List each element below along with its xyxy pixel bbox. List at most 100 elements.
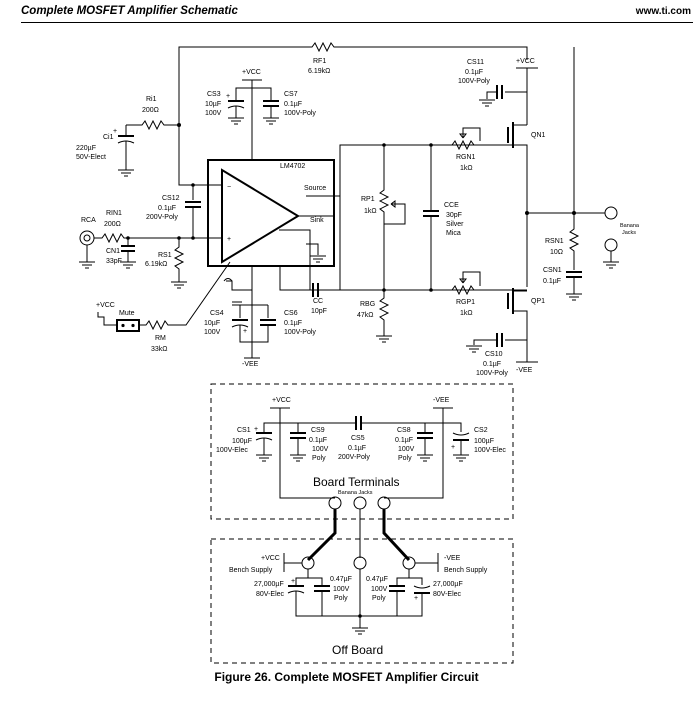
cs10-value2: 100V-Poly [476,370,508,377]
svg-text:+: + [226,93,230,100]
cs4-value1: 10µF [204,320,220,327]
cc-value: 10pF [311,308,327,315]
off-big-right-value2: 80V-Elec [433,591,462,598]
rin1-resistor: RIN1 200Ω [94,210,181,244]
off-small-left-value1: 0.47µF [330,576,352,583]
ci1-value1: 220µF [76,145,96,152]
svg-text:+: + [414,595,418,602]
cs11-value2: 100V-Poly [458,78,490,85]
output-node: Banana Jacks RSN1 10Ω CSN1 0.1µF [525,47,640,301]
off-board-label: Off Board [332,643,383,657]
rin1-ref: RIN1 [106,210,122,217]
page-header-site: www.ti.com [635,6,691,17]
cs3-value1: 10µF [205,101,221,108]
banana-wires [306,509,411,562]
cs2-value1: 100µF [474,438,494,445]
rin1-value: 200Ω [104,221,121,228]
ic-minus: − [227,184,231,191]
off-big-right-value1: 27,000µF [433,581,463,588]
qp1-ref: QP1 [531,298,545,305]
bench-supply-left: Bench Supply [229,567,273,574]
off-small-left-value2: 100V [333,586,350,593]
cce-value2: Silver [446,221,464,228]
ri1-value: 200Ω [142,107,159,114]
cs7-value1: 0.1µF [284,101,302,108]
off-small-right-value1: 0.47µF [366,576,388,583]
cs10-value1: 0.1µF [483,361,501,368]
rgp1-ref: RGP1 [456,299,475,306]
cs11-value1: 0.1µF [465,69,483,76]
qn1-ref: QN1 [531,132,546,139]
rbg-value: 47kΩ [357,312,374,319]
csn1-value: 0.1µF [543,278,561,285]
off-big-left-value2: 80V-Elec [256,591,285,598]
cs5-value1: 0.1µF [348,445,366,452]
rca-input: RCA [79,217,96,269]
cs4-value2: 100V [204,329,221,336]
ci1-value2: 50V-Elect [76,154,106,161]
cn1-ref: CN1 [106,248,120,255]
off-small-right-value3: Poly [372,595,386,602]
cs6-ref: CS6 [284,310,298,317]
vcc-decoupling-top: +VCC + CS3 10µF 100V CS7 0.1µF 100V-Poly [205,69,316,160]
mute-vcc-label: +VCC [96,302,115,309]
cs1-value1: 100µF [232,438,252,445]
rsn1-value: 10Ω [550,249,563,256]
svg-text:+: + [291,578,295,585]
ic-pin-source: Source [304,185,326,192]
vee-decoupling-bottom: + -VEE CS4 10µF 100V CS6 0.1µF 100V-Poly [204,266,316,368]
rca-ref: RCA [81,217,96,224]
cs3-value2: 100V [205,110,222,117]
qp1-vee-label: -VEE [516,367,533,374]
cs2-value2: 100V-Elec [474,447,506,454]
rsn1-ref: RSN1 [545,238,564,245]
svg-text:+: + [243,328,247,335]
cs7-ref: CS7 [284,91,298,98]
figure-caption: Figure 26. Complete MOSFET Amplifier Cir… [214,670,479,684]
rs1-value: 6.19kΩ [145,261,167,268]
ci1-capacitor: + Ci1 220µF 50V-Elect [76,125,135,177]
ic-plus: + [227,236,231,243]
header-rule [21,22,693,23]
lm4702-ic: LM4702 Source Sink − + [178,125,527,291]
rs1-resistor: RS1 6.19kΩ [145,238,187,289]
qn1-vcc-label: +VCC [516,58,535,65]
off-small-right-value2: 100V [371,586,388,593]
cs5-ref: CS5 [351,435,365,442]
ri1-ref: Ri1 [146,96,157,103]
cs8-value3: Poly [398,455,412,462]
mute-switch: +VCC Mute RM 33kΩ [96,261,231,353]
board-terminals-label: Board Terminals [313,475,399,489]
cce-value3: Mica [446,230,461,237]
cs2-ref: CS2 [474,427,488,434]
cs1-ref: CS1 [237,427,251,434]
ci1-ref: Ci1 [103,134,114,141]
cs9-value2: 100V [312,446,329,453]
cs9-value1: 0.1µF [309,437,327,444]
rf1-resistor: RF1 6.19kΩ [178,41,528,180]
cn1-capacitor: CN1 33pF [106,238,136,269]
ic-ground [306,243,326,263]
cs1-value2: 100V-Elec [216,447,248,454]
ic-name: LM4702 [280,163,305,170]
rbg-ref: RBG [360,301,375,308]
rp1-value: 1kΩ [364,208,377,215]
board-terminals-section: +VCC -VEE + + [210,383,514,520]
cs8-value1: 0.1µF [395,437,413,444]
cs10-ref: CS10 [485,351,503,358]
cs5-value2: 200V-Poly [338,454,370,461]
rgp1-value: 1kΩ [460,310,473,317]
cs12-capacitor: CS12 0.1µF 200V-Poly [146,183,201,240]
rf1-ref: RF1 [313,58,326,65]
ic-pin-sink: Sink [310,217,324,224]
rf1-value: 6.19kΩ [308,68,330,75]
off-small-left-value3: Poly [334,595,348,602]
ri1-resistor: Ri1 200Ω [126,96,181,131]
cc-capacitor: CC 10pF [279,266,340,315]
board-vcc-label: +VCC [272,397,291,404]
cs6-value2: 100V-Poly [284,329,316,336]
rgn1-ref: RGN1 [456,154,476,161]
rgn1-value: 1kΩ [460,165,473,172]
cs11-ref: CS11 [467,59,484,66]
